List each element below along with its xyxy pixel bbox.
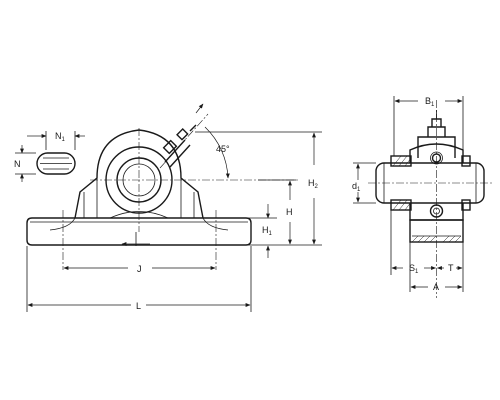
label-l: L	[136, 301, 141, 311]
side-view	[353, 96, 492, 298]
label-n1: N1	[55, 131, 66, 143]
label-t: T	[448, 263, 454, 273]
label-n: N	[14, 159, 21, 169]
label-j: J	[137, 264, 142, 274]
label-a: A	[433, 282, 439, 292]
label-d1: d1	[352, 181, 361, 193]
mounting-slot	[36, 152, 76, 175]
label-h: H	[286, 207, 293, 217]
label-angle: 45°	[216, 144, 230, 154]
label-h2: H2	[308, 178, 319, 190]
front-view	[15, 103, 322, 312]
label-s1: S1	[409, 263, 419, 275]
angle-arc	[204, 126, 230, 179]
label-h1: H1	[262, 225, 273, 237]
label-b1: B1	[425, 96, 435, 108]
